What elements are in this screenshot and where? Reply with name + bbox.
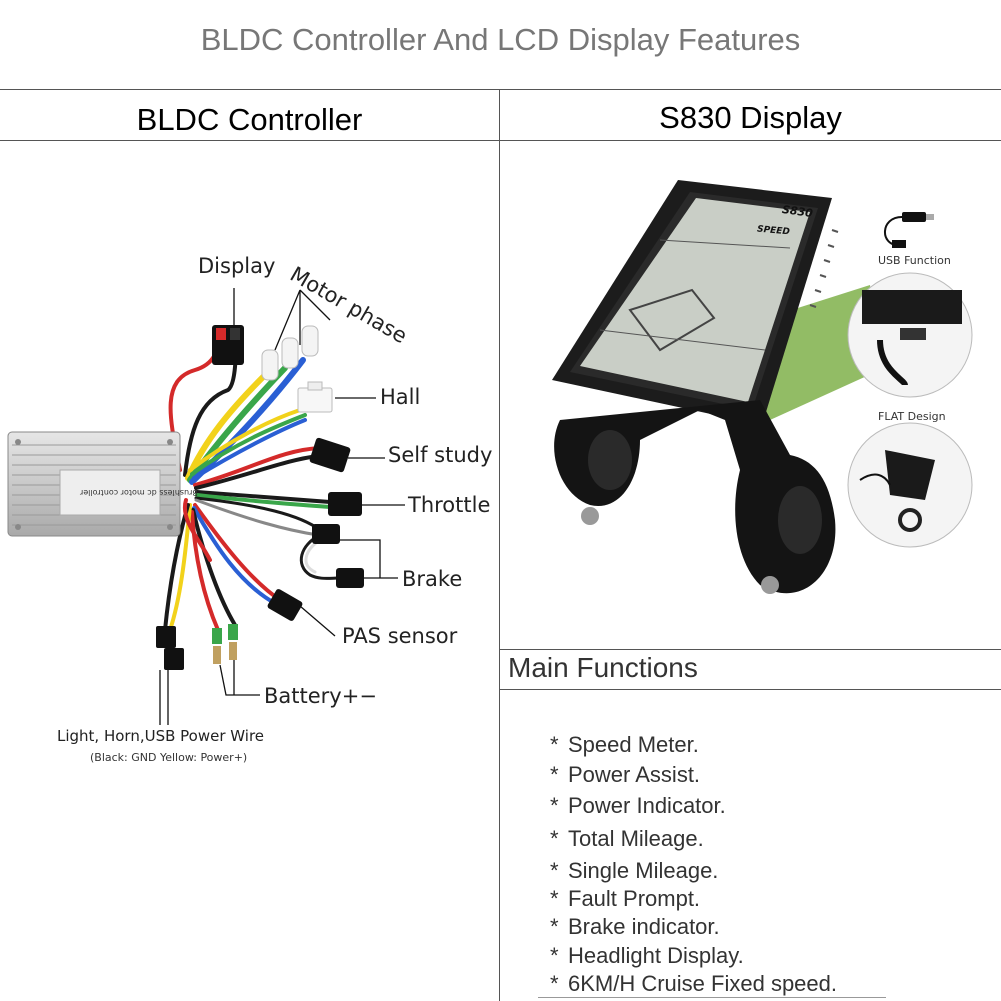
lcd-display-unit xyxy=(552,180,839,425)
list-item: *Brake indicator. xyxy=(550,912,837,942)
label-light-horn: Light, Horn,USB Power Wire xyxy=(57,727,265,745)
page-title: BLDC Controller And LCD Display Features xyxy=(200,22,801,57)
bullet: * xyxy=(550,943,559,969)
hall-connector xyxy=(297,381,333,413)
list-item: *Single Mileage. xyxy=(550,856,837,886)
list-item: *6KM/H Cruise Fixed speed. xyxy=(550,969,837,999)
label-brake: Brake xyxy=(402,567,463,591)
motor-phase-connectors xyxy=(261,325,319,381)
battery-terminals xyxy=(212,624,238,664)
callout-flat-label: FLAT Design xyxy=(878,410,946,423)
bullet: * xyxy=(550,732,559,757)
pas-connector xyxy=(267,589,303,621)
column-header-display: S830 Display xyxy=(659,100,842,135)
table-top-border xyxy=(0,89,1001,90)
functions-header-border xyxy=(499,689,1001,690)
list-item: *Total Mileage. xyxy=(550,824,837,854)
label-throttle: Throttle xyxy=(408,493,491,517)
bullet: * xyxy=(550,825,559,851)
label-pas-sensor: PAS sensor xyxy=(342,624,458,648)
bullet: * xyxy=(550,886,559,912)
label-hall: Hall xyxy=(380,385,421,409)
functions-list-underline xyxy=(538,997,886,998)
list-item: *Power Indicator. xyxy=(550,791,837,821)
list-item: *Fault Prompt. xyxy=(550,884,837,914)
column-divider xyxy=(499,89,500,1001)
bullet: * xyxy=(550,792,559,818)
usb-callout-circle xyxy=(847,272,973,398)
bullet: * xyxy=(550,913,559,939)
bullet: * xyxy=(550,858,559,884)
throttle-connector xyxy=(328,492,362,516)
list-item: *Headlight Display. xyxy=(550,941,837,971)
usb-function-icon xyxy=(884,212,934,248)
flat-callout-circle xyxy=(847,422,973,548)
self-study-connector xyxy=(309,437,351,473)
label-self-study: Self study xyxy=(388,443,493,467)
brake-connectors xyxy=(312,524,364,588)
header-bottom-border xyxy=(0,140,1001,141)
callout-usb-label: USB Function xyxy=(878,254,951,267)
controller-box xyxy=(7,431,181,537)
leader-lines xyxy=(159,288,405,725)
light-connectors xyxy=(156,626,184,670)
label-light-horn-note: (Black: GND Yellow: Power+) xyxy=(90,751,248,764)
list-item: *Speed Meter. xyxy=(550,730,837,760)
display-connector xyxy=(212,325,244,365)
bullet: * xyxy=(550,762,559,788)
main-functions-list: *Speed Meter. *Power Assist. *Power Indi… xyxy=(550,730,837,1000)
column-header-controller: BLDC Controller xyxy=(136,102,363,137)
handlebar-mount xyxy=(554,400,836,594)
main-functions-heading: Main Functions xyxy=(508,652,698,683)
label-battery: Battery+− xyxy=(264,684,377,708)
bullet: * xyxy=(550,971,559,997)
functions-top-border xyxy=(499,649,1001,650)
list-item: *Power Assist. xyxy=(550,760,837,790)
label-display: Display xyxy=(198,254,276,278)
